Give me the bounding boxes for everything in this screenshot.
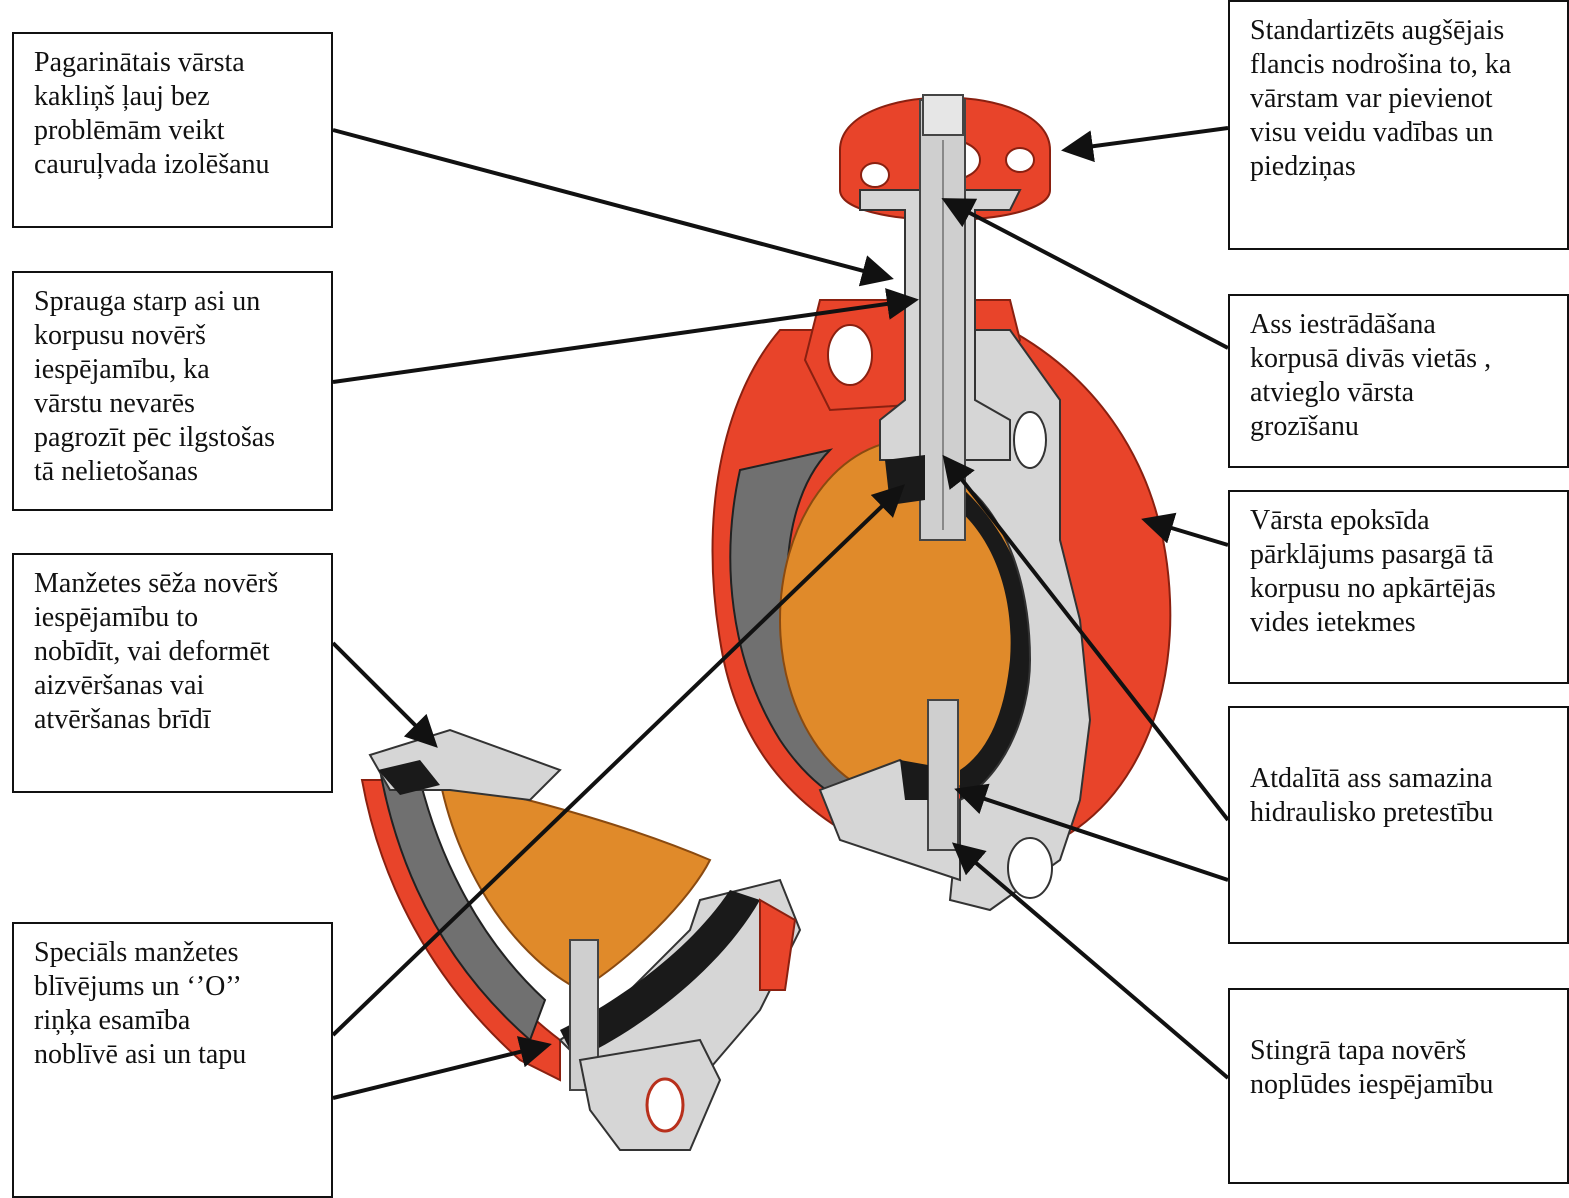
callout-top-flange: Standartizēts augšējais flancis nodrošin… [1228,0,1569,250]
flange-hole-left [861,163,889,187]
callout-special-seal: Speciāls manžetes blīvējums un ‘’O’’ riņ… [12,922,333,1198]
callout-rigid-pin: Stingrā tapa novērš noplūdes iespējamību [1228,988,1569,1184]
half-lug-hole [647,1079,683,1131]
valve-stem-top [923,95,963,135]
arrow-left-4b [333,1045,548,1098]
callout-split-stem: Atdalītā ass samazina hidraulisko pretes… [1228,706,1569,944]
arrow-right-5 [955,845,1228,1078]
callout-extended-neck: Pagarinātais vārsta kakliņš ļauj bez pro… [12,32,333,228]
callout-stem-gap: Sprauga starp asi un korpusu novērš iesp… [12,271,333,511]
upper-lug-hole-left [828,325,872,385]
arrow-left-3 [333,643,435,745]
body-hole-bottom [1008,838,1052,898]
arrow-left-1 [333,130,890,278]
body-hole-right [1014,412,1046,468]
section-half-piece [362,730,800,1150]
main-valve-body [713,95,1171,910]
callout-stem-bearing: Ass iestrādāšana korpusā divās vietās , … [1228,294,1569,468]
callout-liner-seat: Manžetes sēža novērš iespējamību to nobī… [12,553,333,793]
callout-epoxy-coating: Vārsta epoksīda pārklājums pasargā tā ko… [1228,490,1569,684]
valve-stem-lower [928,700,958,850]
arrow-right-1 [1065,128,1228,150]
flange-hole-right [1006,148,1034,172]
